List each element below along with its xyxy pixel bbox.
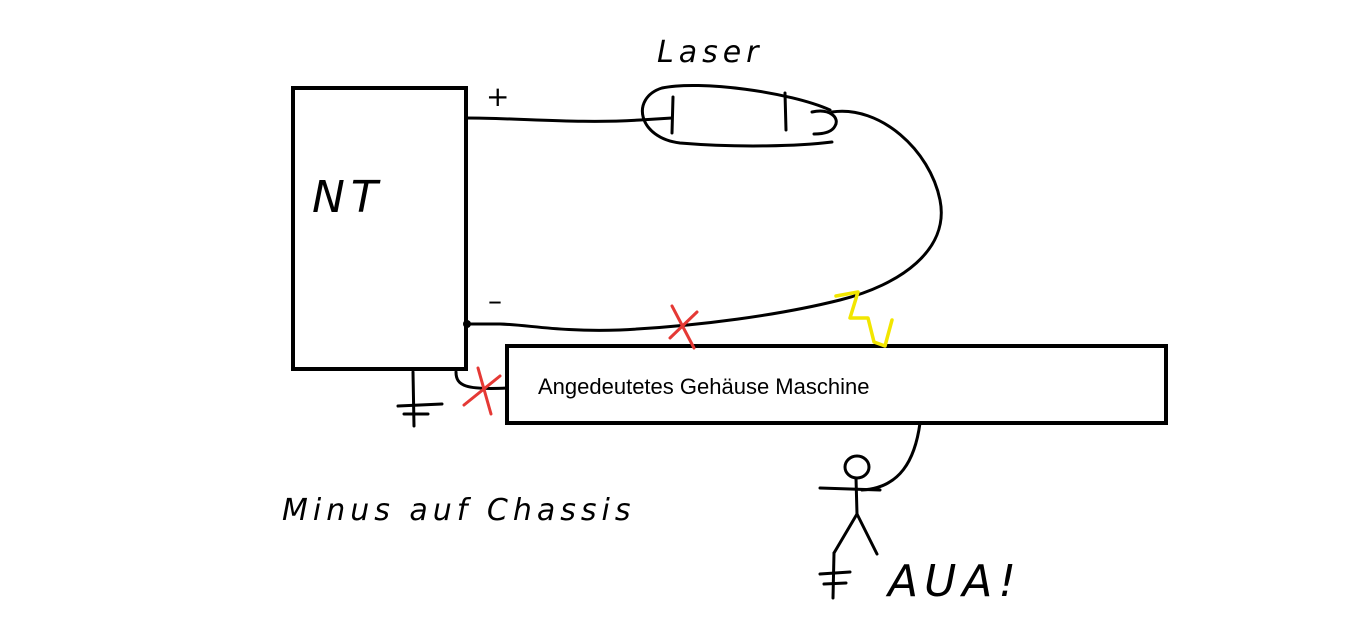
- person-figure: [818, 454, 882, 556]
- minus-terminal-dot: [463, 320, 471, 328]
- machine-housing-box: [505, 344, 1168, 425]
- minus-terminal-label: –: [488, 284, 502, 317]
- power-supply-label: NT: [312, 172, 384, 223]
- nt-ground-bar-1: [396, 402, 444, 408]
- caption-text: Minus auf Chassis: [282, 493, 635, 528]
- machine-housing-label: Angedeutetes Gehäuse Maschine: [538, 374, 869, 399]
- person-ground-symbol: [818, 551, 852, 600]
- laser-tube: [641, 83, 834, 148]
- plus-terminal-label: +: [486, 80, 509, 113]
- laser-label: Laser: [657, 35, 764, 70]
- chassis-connection-wire: [454, 370, 509, 390]
- laser-electrode-left: [670, 95, 675, 135]
- person-contact-wire: [860, 421, 922, 492]
- exclamation-text: AUA!: [885, 556, 1022, 607]
- power-supply-box: [291, 86, 468, 371]
- plus-wire: [464, 116, 674, 123]
- nt-ground-wire: [411, 370, 416, 428]
- cross-mark-return-wire: [668, 304, 699, 350]
- cross-mark-chassis-connection: [462, 366, 502, 416]
- return-wire: [466, 109, 943, 332]
- arc-lightning-symbol: [834, 290, 894, 348]
- laser-electrode-right: [783, 91, 788, 132]
- laser-tube-end: [810, 109, 838, 136]
